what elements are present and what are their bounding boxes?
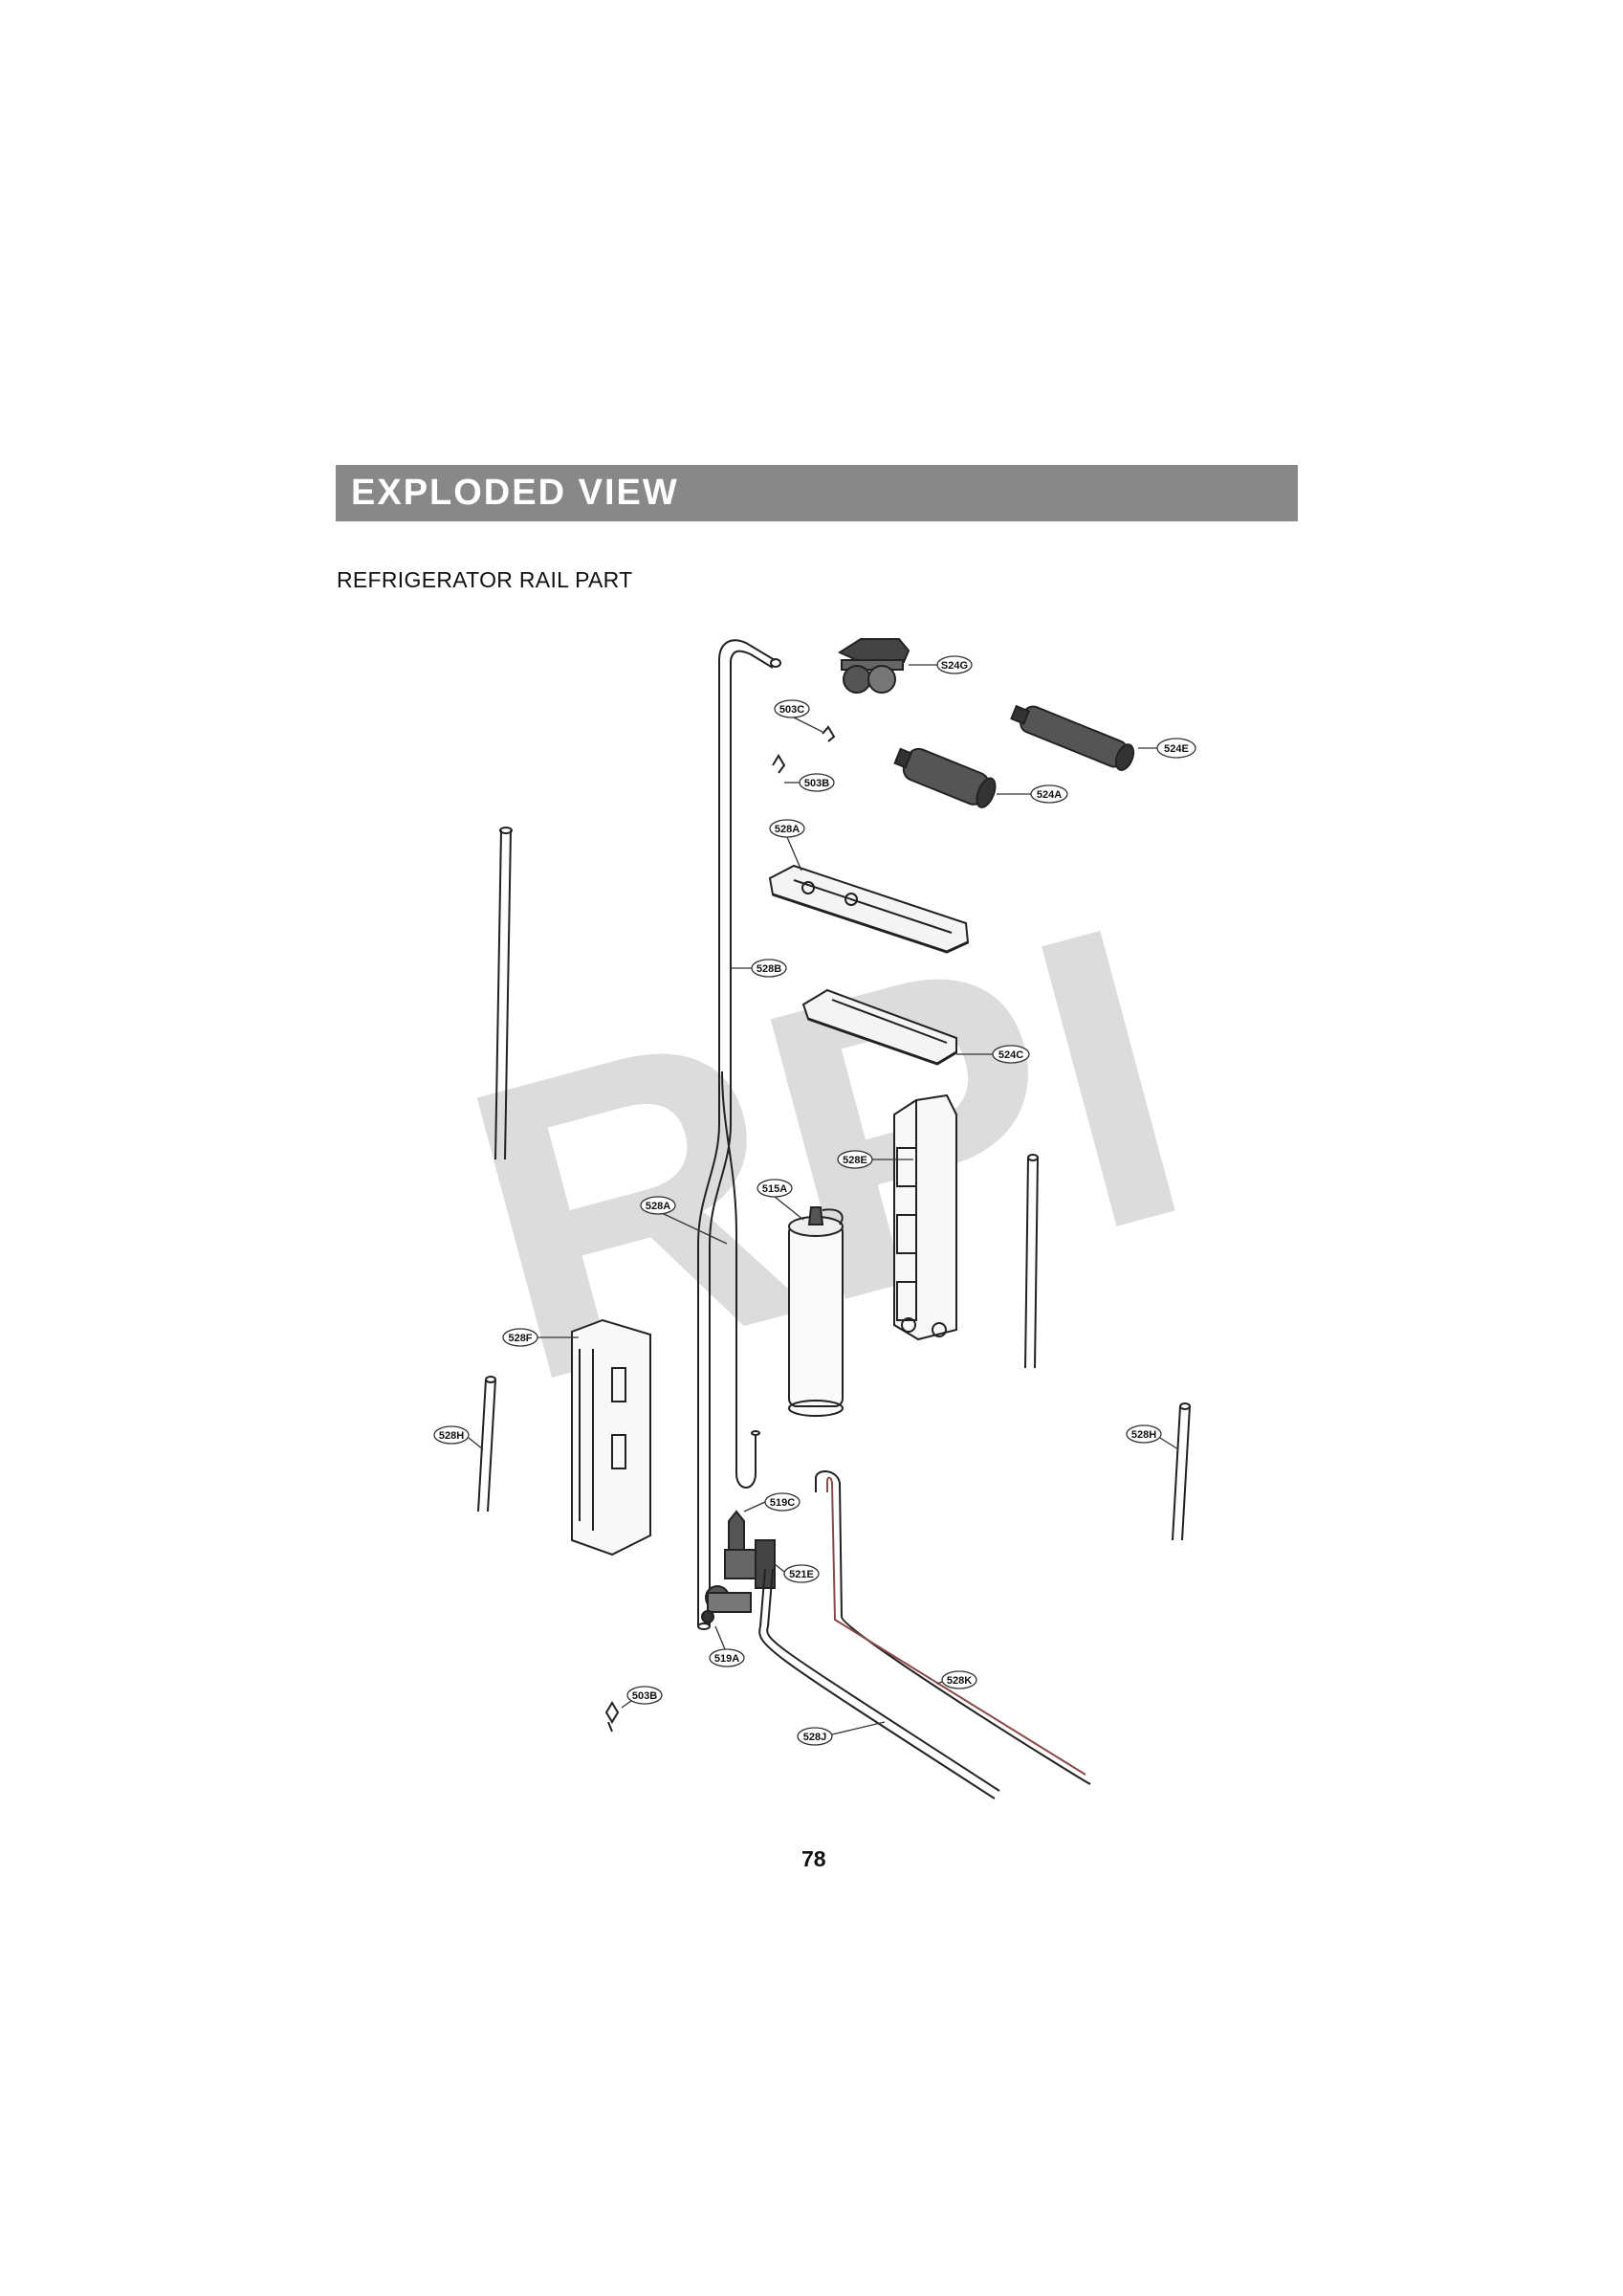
callout-label-528h-right: 528H [1131,1429,1156,1441]
header-bar: EXPLODED VIEW [336,465,1298,521]
callout-label-528j: 528J [803,1732,826,1743]
rod-528h-left [477,1376,496,1512]
rail-rod-right-upper [1024,1154,1039,1369]
tube-528j [758,1568,1000,1799]
page-title: EXPLODED VIEW [351,473,679,513]
clip-503b-top [772,754,786,774]
callout-label-528a-top: 528A [775,824,800,835]
callout-label-528e: 528E [843,1155,867,1166]
callout-label-s24g: S24G [941,660,968,672]
clip-503b-bottom [604,1701,620,1733]
rail-rod-left [494,827,513,1160]
callout-label-503c: 503C [779,704,804,716]
cylinder-524a [893,747,997,808]
callout-528f: 528F [502,1328,579,1347]
callout-label-524c: 524C [998,1049,1023,1061]
callout-515a: 515A [757,1179,804,1221]
callout-label-503b-bottom: 503B [632,1690,657,1702]
callout-label-503b-top: 503B [804,778,829,789]
callout-label-528b: 528B [757,963,781,975]
callout-503c: 503C [774,699,823,733]
callout-label-524a: 524A [1037,789,1062,801]
rail-tube-528a [721,1071,760,1489]
callout-label-519c: 519C [770,1497,795,1509]
callout-528a-mid: 528A [640,1196,728,1245]
callout-528k: 528K [936,1670,977,1689]
clip-503c [822,725,836,742]
callout-519c: 519C [743,1492,801,1512]
callout-label-528h-left: 528H [439,1430,464,1442]
callout-524e: 524E [1138,738,1196,759]
page-number: 78 [801,1846,826,1871]
callout-521e: 521E [774,1563,820,1583]
section-title: REFRIGERATOR RAIL PART [337,567,633,592]
bracket-524g [837,638,910,694]
callout-528j: 528J [797,1721,886,1746]
callout-528h-right: 528H [1126,1424,1179,1450]
callout-label-524e: 524E [1164,743,1189,755]
callout-label-515a: 515A [762,1183,787,1195]
bracket-528f [571,1318,651,1556]
tray-524c [801,988,957,1066]
callout-label-521e: 521E [789,1569,814,1580]
callout-524c: 524C [956,1045,1030,1064]
callout-s24g: S24G [909,655,973,674]
cylinder-524e [1010,704,1135,771]
callout-528b: 528B [731,959,787,978]
callout-519a: 519A [709,1625,745,1667]
tray-528a [768,864,970,954]
filter-515a [788,1206,844,1417]
callout-524a: 524A [997,784,1068,804]
tube-528k [815,1470,1091,1785]
callout-503b-bottom: 503B [621,1686,663,1709]
callout-label-519a: 519A [714,1653,739,1665]
callout-503b-top: 503B [784,773,835,792]
rod-528h-right [1172,1402,1191,1541]
valve-assembly [701,1510,776,1623]
callout-528h-left: 528H [433,1425,484,1450]
callout-label-528f: 528F [508,1333,532,1344]
bracket-528e [893,1093,957,1341]
callout-label-528k: 528K [947,1675,972,1687]
callout-528a-top: 528A [769,819,805,872]
callout-label-528a-mid: 528A [646,1201,670,1212]
callout-528e: 528E [837,1150,913,1169]
